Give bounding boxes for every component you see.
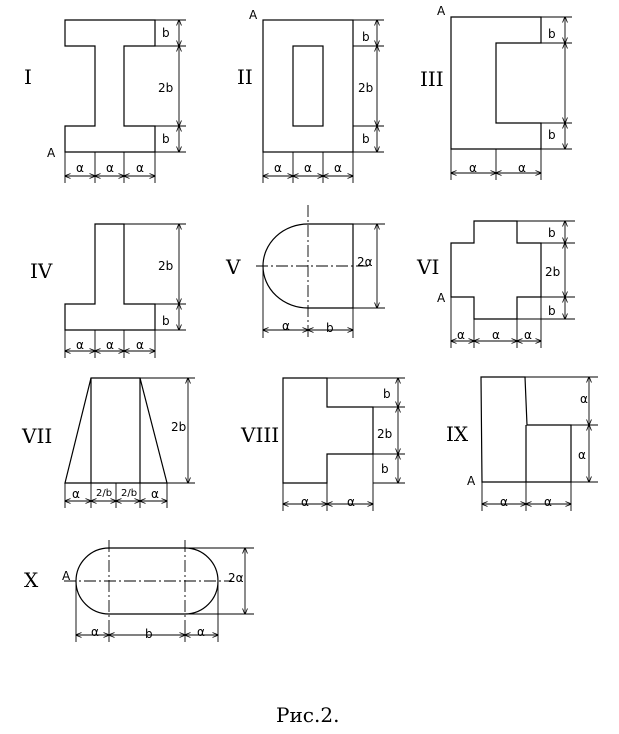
- dim-b-top: b: [383, 387, 391, 401]
- dim-middle-2: 2/b: [121, 488, 137, 499]
- dim-a-3: α: [136, 338, 144, 352]
- point-a-label: A: [47, 146, 56, 160]
- dim-a-2: α: [518, 161, 526, 175]
- dim-a-2: α: [106, 338, 114, 352]
- roman-label: VIII: [240, 423, 279, 447]
- dim-a-2: α: [197, 625, 205, 639]
- dim-b-bottom: b: [548, 304, 556, 318]
- section-i: I A b 2b b α α α: [24, 20, 186, 183]
- dim-2a: 2α: [357, 255, 373, 269]
- section-iv: IV 2b b α α α: [30, 224, 186, 358]
- point-a-label: A: [249, 8, 258, 22]
- dim-2b: 2b: [545, 265, 560, 279]
- inner-hole: [292, 45, 324, 127]
- section-v: V 2α α b: [225, 205, 385, 340]
- trapezoid-outline: [64, 377, 168, 484]
- dim-a-1: α: [72, 487, 80, 501]
- outer-rectangle: [262, 19, 354, 153]
- section-iii: III A b b α α: [420, 4, 572, 180]
- dim-a-3: α: [136, 161, 144, 175]
- dim-a-3: α: [524, 328, 532, 342]
- dim-b-bottom: b: [162, 132, 170, 146]
- dim-a-1: α: [91, 625, 99, 639]
- dim-2b: 2b: [358, 81, 373, 95]
- dim-b-bottom: b: [548, 128, 556, 142]
- section-viii: VIII b 2b b α α: [240, 378, 405, 511]
- dim-a-2: α: [544, 495, 552, 509]
- section-ix: IX A α α α α: [446, 377, 598, 511]
- section-vi: VI A b 2b b α α α: [416, 221, 575, 348]
- dim-b: b: [162, 314, 170, 328]
- dim-a-2: α: [492, 328, 500, 342]
- dim-2a: 2α: [228, 571, 244, 585]
- point-a-label: A: [467, 474, 476, 488]
- roman-label: IV: [30, 259, 53, 283]
- roman-label: II: [237, 65, 253, 89]
- roman-label: X: [24, 568, 39, 592]
- figure-caption: Рис.2.: [276, 703, 339, 727]
- dim-a-2: α: [106, 161, 114, 175]
- dim-2b: 2b: [171, 420, 186, 434]
- channel-outline: [282, 377, 374, 484]
- channel-outline: [450, 16, 542, 150]
- half-round-outline: [262, 223, 354, 309]
- section-ii: II A b 2b b α α α: [237, 8, 384, 183]
- dim-b: b: [145, 627, 153, 641]
- dim-a-2: α: [151, 487, 159, 501]
- roman-label: IX: [446, 422, 469, 446]
- dim-b-top: b: [548, 27, 556, 41]
- dim-2b: 2b: [158, 259, 173, 273]
- roman-label: III: [420, 67, 444, 91]
- point-a-label: A: [437, 4, 446, 18]
- dim-b-bottom: b: [381, 462, 389, 476]
- dim-2b: 2b: [377, 427, 392, 441]
- dim-a: α: [282, 319, 290, 333]
- dim-a-1: α: [457, 328, 465, 342]
- t-section-outline: [64, 223, 156, 331]
- point-a-label: A: [62, 569, 71, 583]
- roman-label: VI: [416, 255, 439, 279]
- dim-b-bottom: b: [362, 132, 370, 146]
- stepped-outline: [450, 220, 542, 320]
- dim-b-top: b: [548, 226, 556, 240]
- section-vii: VII 2b α 2/b 2/b α: [21, 378, 195, 508]
- dim-a-1: α: [274, 161, 282, 175]
- dim-a-2: α: [347, 495, 355, 509]
- dim-b: b: [326, 321, 334, 335]
- dim-a-bottom: α: [578, 448, 586, 462]
- dim-a-top: α: [580, 392, 588, 406]
- point-a-label: A: [437, 291, 446, 305]
- dim-a-1: α: [76, 161, 84, 175]
- dim-b-top: b: [362, 30, 370, 44]
- roman-label: I: [24, 65, 32, 89]
- dim-a-2: α: [304, 161, 312, 175]
- dim-a-3: α: [334, 161, 342, 175]
- dim-2b: 2b: [158, 81, 173, 95]
- dim-a-1: α: [469, 161, 477, 175]
- dim-a-1: α: [500, 495, 508, 509]
- section-x: X A 2α α b α: [24, 540, 254, 642]
- roman-label: V: [225, 255, 241, 279]
- dim-a-1: α: [76, 338, 84, 352]
- dim-a-1: α: [301, 495, 309, 509]
- dim-middle-1: 2/b: [96, 488, 112, 499]
- roman-label: VII: [21, 424, 52, 448]
- dim-b-top: b: [162, 26, 170, 40]
- i-beam-outline: [64, 19, 156, 153]
